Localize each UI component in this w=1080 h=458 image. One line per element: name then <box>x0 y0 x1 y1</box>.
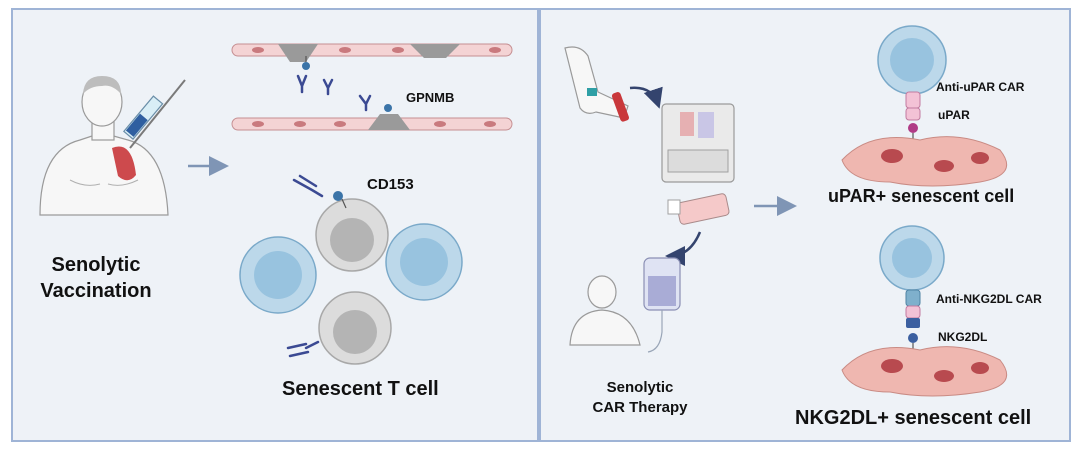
car-therapy-title: Senolytic CAR Therapy <box>585 378 695 418</box>
upar-label: uPAR <box>938 108 970 122</box>
endothelium-top <box>231 43 513 62</box>
car-t-cell-nkg2dl <box>879 225 945 352</box>
antigen-dot <box>302 62 310 70</box>
patient-icon <box>569 275 641 346</box>
senescent-t-cell-label: Senescent T cell <box>282 378 439 400</box>
arm-icon <box>564 46 629 122</box>
senescent-cell-nkg2dl <box>841 346 1008 397</box>
nkg2dl-senescent-cell-label: NKG2DL+ senescent cell <box>795 407 1032 429</box>
senescent-t-cell-cluster <box>239 198 463 365</box>
human-torso-icon <box>39 76 169 216</box>
anti-nkg2dl-car-label: Anti-NKG2DL CAR <box>936 292 1042 306</box>
culture-flask-icon <box>667 193 730 225</box>
nkg2dl-label: NKG2DL <box>938 330 988 344</box>
vaccination-title-line2: Vaccination <box>40 280 152 302</box>
antibody-icon <box>296 74 372 112</box>
upar-senescent-cell-label: uPAR+ senescent cell <box>828 186 1015 206</box>
car-t-cell-upar <box>877 25 947 142</box>
vaccination-title-line1: Senolytic <box>51 254 141 276</box>
gpnmb-label: GPNMB <box>406 90 455 105</box>
vaccination-title: Senolytic Vaccination <box>40 252 152 304</box>
endothelium-bottom <box>231 114 513 131</box>
anti-upar-car-label: Anti-uPAR CAR <box>936 80 1025 94</box>
syringe-icon <box>122 79 186 149</box>
antigen-dot <box>384 104 392 112</box>
iv-bag-icon <box>643 257 681 353</box>
senescent-cell-upar <box>841 136 1008 187</box>
antibody-icon <box>286 174 324 358</box>
car-therapy-title-line1: Senolytic <box>606 379 674 396</box>
car-therapy-title-line2: CAR Therapy <box>592 399 688 416</box>
apheresis-machine-icon <box>661 103 735 183</box>
cd153-label: CD153 <box>367 176 414 193</box>
